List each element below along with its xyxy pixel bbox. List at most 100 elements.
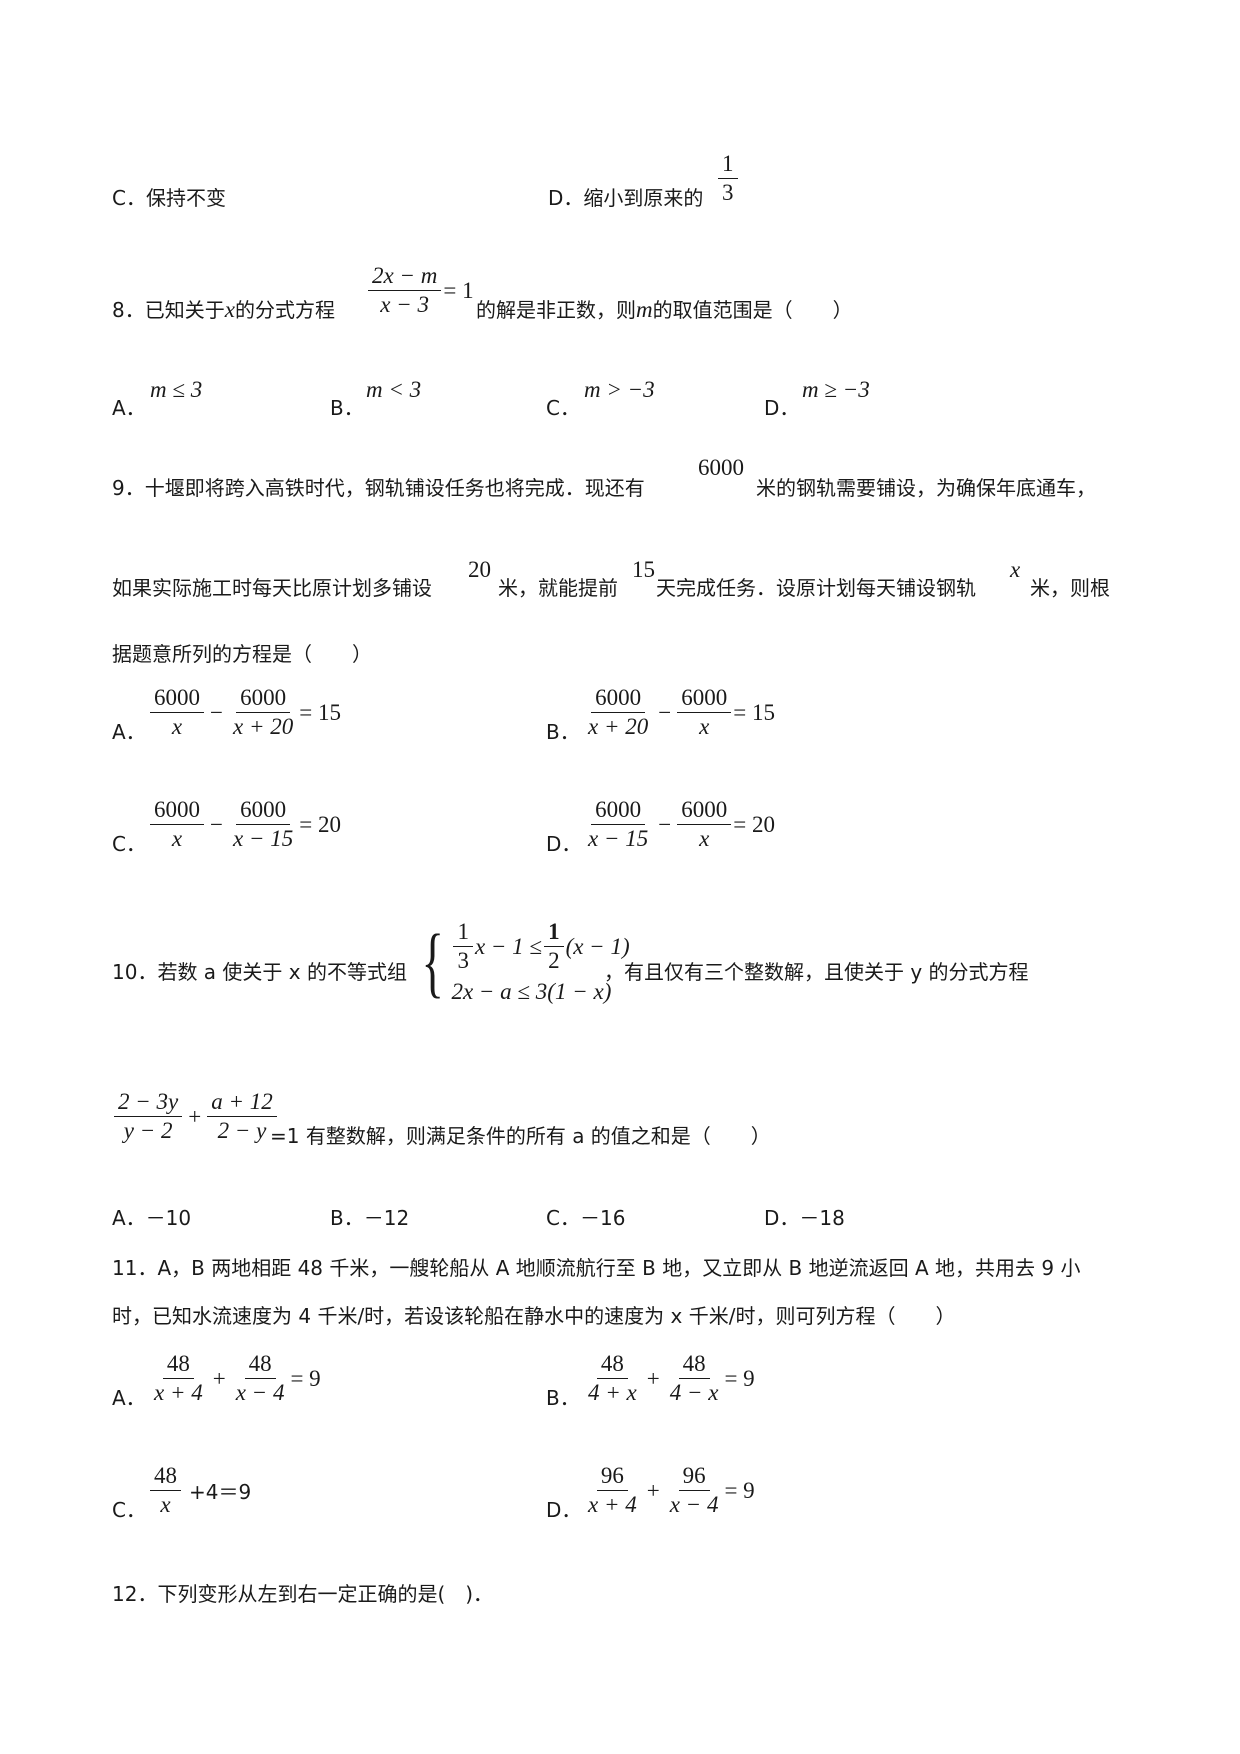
- q10-stem-a: 10．若数 a 使关于 x 的不等式组: [112, 960, 407, 984]
- fraction-denominator: x: [699, 714, 710, 739]
- q7-option-d: D．缩小到原来的: [548, 184, 703, 212]
- fraction-denominator: y − 2: [123, 1118, 173, 1143]
- q10-stem-c: =1 有整数解，则满足条件的所有 a 的值之和是（ ）: [270, 1124, 771, 1148]
- equation-rhs: +4＝9: [189, 1480, 252, 1504]
- q9-number-20: 20: [468, 557, 491, 582]
- q12-stem: 12．下列变形从左到右一定正确的是( )．: [112, 1582, 494, 1606]
- q8-option-a-label: A．: [112, 396, 146, 420]
- fraction-denominator: x: [171, 714, 183, 739]
- q10-option-d: D．－18: [764, 1206, 845, 1230]
- equation-rhs: = 9: [724, 1477, 755, 1503]
- operator: −: [210, 699, 223, 725]
- fraction-numerator: 6000: [677, 796, 732, 825]
- fraction-numerator: 48: [596, 1350, 628, 1379]
- fraction-denominator: 3: [722, 180, 734, 205]
- q9-line1-b: 米的钢轨需要铺设，为确保年底通车，: [756, 476, 1096, 500]
- q11-option-a-label: A．: [112, 1386, 146, 1410]
- q10-stem-b: ，有且仅有三个整数解，且使关于 y 的分式方程: [604, 960, 1029, 984]
- q9-line2-d: 米，则根: [1030, 576, 1110, 600]
- q8-option-c-label: C．: [546, 396, 580, 420]
- fraction-numerator: 96: [678, 1462, 710, 1491]
- fraction-numerator: 48: [244, 1350, 276, 1379]
- fraction-denominator: x + 4: [154, 1380, 203, 1405]
- q8-stem-start: 8．已知关于x的分式方程: [112, 296, 335, 324]
- fraction-numerator: 2 − 3y: [114, 1088, 183, 1117]
- fraction-numerator: 6000: [591, 684, 646, 713]
- fraction-denominator: x − 15: [588, 826, 649, 851]
- q9-line2-a: 如果实际施工时每天比原计划多铺设: [112, 576, 432, 600]
- fraction-denominator: x + 20: [232, 714, 294, 739]
- q9-option-c-label: C．: [112, 832, 146, 856]
- fraction-numerator: 6000: [236, 684, 291, 713]
- q11-option-d-label: D．: [546, 1498, 582, 1522]
- fraction-numerator: 6000: [591, 796, 646, 825]
- operator: +: [188, 1103, 202, 1129]
- q10-system-row-2: 2x − a ≤ 3(1 − x): [451, 979, 612, 1004]
- fraction-denominator: x: [171, 826, 183, 851]
- fraction-denominator: x: [699, 826, 710, 851]
- q8-equation: 2x − m x − 3 = 1: [366, 262, 474, 319]
- fraction-numerator: 1: [718, 150, 738, 179]
- q8-option-a-expr: m ≤ 3: [150, 377, 203, 402]
- fraction-numerator: a + 12: [207, 1088, 277, 1117]
- q9-option-d-label: D．: [546, 832, 582, 856]
- q9-option-b-label: B．: [546, 720, 580, 744]
- q8-equation-rhs: = 1: [443, 277, 474, 303]
- q9-line3: 据题意所列的方程是（ ）: [112, 642, 372, 666]
- q8-var-x: x: [224, 297, 235, 322]
- equation-rhs: = 15: [299, 699, 341, 725]
- q10-option-a: A．－10: [112, 1206, 192, 1230]
- q9-number-6000: 6000: [698, 455, 744, 480]
- fraction-denominator: 4 − x: [669, 1380, 719, 1405]
- equation-rhs: = 9: [290, 1365, 321, 1391]
- q8-equation-fraction: 2x − m x − 3: [368, 262, 442, 319]
- q11-option-b-label: B．: [546, 1386, 580, 1410]
- fraction-denominator: 2 − y: [217, 1118, 267, 1143]
- fraction-denominator: x − 15: [232, 826, 294, 851]
- q10-option-b: B．－12: [330, 1206, 410, 1230]
- fraction-numerator: 1: [453, 918, 473, 947]
- q9-line1-a: 9．十堰即将跨入高铁时代，钢轨铺设任务也将完成．现还有: [112, 476, 645, 500]
- q8-option-b-expr: m < 3: [366, 377, 422, 402]
- q8-stem-a: 8．已知关于: [112, 298, 225, 322]
- q9-number-15: 15: [632, 557, 655, 582]
- q9-option-a-label: A．: [112, 720, 146, 744]
- q9-line2-c: 天完成任务．设原计划每天铺设钢轨: [656, 576, 976, 600]
- operator: +: [646, 1365, 660, 1391]
- fraction-numerator: 48: [678, 1350, 710, 1379]
- q8-var-m: m: [636, 297, 653, 322]
- operator: −: [658, 811, 672, 837]
- equation-rhs: = 15: [733, 699, 775, 725]
- fraction-numerator: 48: [150, 1462, 181, 1491]
- q9-line2-b: 米，就能提前: [498, 576, 618, 600]
- q8-option-d-label: D．: [764, 396, 800, 420]
- equation-rhs: = 20: [299, 811, 341, 837]
- q11-line1: 11．A，B 两地相距 48 千米，一艘轮船从 A 地顺流航行至 B 地，又立即…: [112, 1256, 1081, 1280]
- fraction-numerator: 96: [596, 1462, 628, 1491]
- q10-row1-middle: x − 1 ≤: [474, 933, 543, 959]
